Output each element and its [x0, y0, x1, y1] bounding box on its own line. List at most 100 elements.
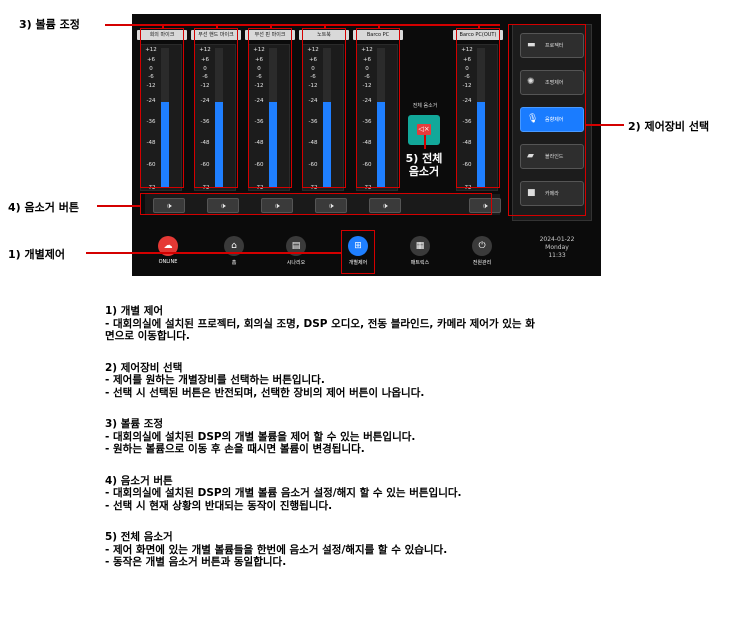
scale-tick: -12: [308, 82, 318, 89]
volume-leader-line: [105, 24, 500, 26]
section-line: 면으로 이동합니다.: [105, 330, 190, 342]
nav-item[interactable]: ⏻전원관리: [460, 236, 504, 266]
description-section: 1) 개별 제어 - 대회의실에 설치된 프로젝터, 회의실 조명, DSP 오…: [105, 305, 725, 343]
mute-button[interactable]: 🕩: [207, 198, 239, 213]
scale-tick: -60: [146, 161, 156, 168]
volume-track: [477, 48, 485, 187]
device-button[interactable]: ▬프로젝터: [520, 33, 584, 58]
device-button[interactable]: 🎙 음향제어: [520, 107, 584, 132]
scale-tick: 0: [311, 66, 315, 73]
section-line: - 제어를 원하는 개별장비를 선택하는 버튼입니다.: [105, 374, 325, 386]
device-callout-box: [508, 24, 586, 216]
volume-leader-tick-4: [324, 24, 326, 29]
volume-track: [323, 48, 331, 187]
volume-track: [269, 48, 277, 187]
volume-level-fill: [269, 102, 277, 187]
time-text: 11:33: [548, 252, 566, 259]
section-line: - 동작은 개별 음소거 버튼과 동일합니다.: [105, 556, 287, 568]
scale-tick: -6: [464, 74, 470, 81]
date-text: 2024-01-22: [539, 236, 575, 243]
scale-tick: -6: [256, 74, 262, 81]
matrix-icon: ▦: [410, 236, 430, 256]
master-mute-title: 전체 음소거: [412, 103, 438, 109]
scale-tick: -12: [200, 82, 210, 89]
section-line: - 대회의실에 설치된 DSP의 개별 볼륨 음소거 설정/해지 할 수 있는 …: [105, 487, 462, 499]
scale-tick: -36: [462, 119, 472, 126]
nav-item[interactable]: ⊞ 개별제어: [336, 236, 380, 266]
device-button[interactable]: ▰블라인드: [520, 144, 584, 169]
section-line: - 대회의실에 설치된 프로젝터, 회의실 조명, DSP 오디오, 전동 블라…: [105, 317, 535, 330]
nav-item-label: 개별제어: [348, 260, 368, 266]
speaker-icon: 🕩: [482, 201, 488, 210]
volume-leader-tick-6: [478, 24, 480, 29]
device-button[interactable]: ■카메라: [520, 181, 584, 206]
nav-item[interactable]: ☁ ONLINE: [146, 236, 190, 265]
section-line: - 선택 시 선택된 버튼은 반전되며, 선택한 장비의 제어 버튼이 나옵니다…: [105, 386, 425, 399]
microphone-icon: 🎙: [527, 114, 539, 124]
device-button[interactable]: ✺조명제어: [520, 70, 584, 95]
scale-tick: -36: [146, 119, 156, 126]
online-icon: ☁: [158, 236, 178, 256]
mute-button[interactable]: 🕩: [369, 198, 401, 213]
scale-tick: +6: [362, 56, 372, 63]
nav-item-label: 시나리오: [286, 260, 306, 266]
device-button-label: 음향제어: [545, 117, 564, 123]
scale-tick: -12: [362, 82, 372, 89]
mute-button[interactable]: 🕩: [315, 198, 347, 213]
nav-item-label: ONLINE: [158, 259, 178, 265]
camera-icon: ■: [527, 188, 536, 198]
scale-tick: -24: [146, 97, 156, 104]
section-title: 3) 볼륨 조정: [105, 418, 164, 430]
scale-tick: -72: [200, 185, 210, 192]
scale-tick: -72: [146, 185, 156, 192]
speaker-mute-icon: ◁×: [417, 124, 431, 135]
scale-tick: +12: [307, 47, 319, 54]
scale-tick: +6: [146, 56, 156, 63]
volume-level-fill: [215, 102, 223, 187]
scale-tick: -60: [462, 161, 472, 168]
channel-label: Barco PC(OUT): [453, 30, 503, 40]
nav-item[interactable]: ⌂홈: [212, 236, 256, 266]
scale-tick: -48: [462, 140, 472, 147]
individual-callout-label: 1) 개별제어: [8, 248, 65, 261]
section-line: - 원하는 볼륨으로 이동 후 손을 때시면 볼륨이 변경됩니다.: [105, 443, 365, 455]
individual-control-icon: ⊞: [348, 236, 368, 256]
volume-leader-tick-5: [378, 24, 380, 29]
nav-item[interactable]: ▦매트릭스: [398, 236, 442, 266]
scale-tick: -24: [308, 97, 318, 104]
scale-tick: -12: [462, 82, 472, 89]
scale-tick: 0: [465, 66, 469, 73]
volume-track: [161, 48, 169, 187]
volume-level-fill: [323, 102, 331, 187]
scale-tick: +6: [200, 56, 210, 63]
volume-track: [215, 48, 223, 187]
scale-tick: -6: [364, 74, 370, 81]
scale-tick: 0: [149, 66, 153, 73]
speaker-icon: 🕩: [274, 201, 280, 210]
scale-tick: -6: [202, 74, 208, 81]
channel-label: Barco PC: [353, 30, 403, 40]
volume-callout-box-2: [194, 28, 238, 188]
nav-item[interactable]: ▤시나리오: [274, 236, 318, 266]
section-line: - 선택 시 현재 상황의 반대되는 동작이 진행됩니다.: [105, 499, 333, 512]
channel-label: 무선 핀 마이크: [245, 30, 295, 40]
mute-button[interactable]: 🕩: [153, 198, 185, 213]
mute-button[interactable]: 🕩: [469, 198, 501, 213]
scale-tick: -12: [146, 82, 156, 89]
scale-tick: +12: [361, 47, 373, 54]
scale-tick: -36: [308, 119, 318, 126]
scale-tick: -48: [254, 140, 264, 147]
master-callout-line-1: 5) 전체: [405, 152, 443, 165]
scale-tick: -48: [146, 140, 156, 147]
blind-icon: ▰: [527, 151, 534, 161]
individual-leader-line: [86, 252, 341, 254]
master-leader-line: [424, 135, 426, 149]
mute-button[interactable]: 🕩: [261, 198, 293, 213]
scale-tick: -12: [254, 82, 264, 89]
